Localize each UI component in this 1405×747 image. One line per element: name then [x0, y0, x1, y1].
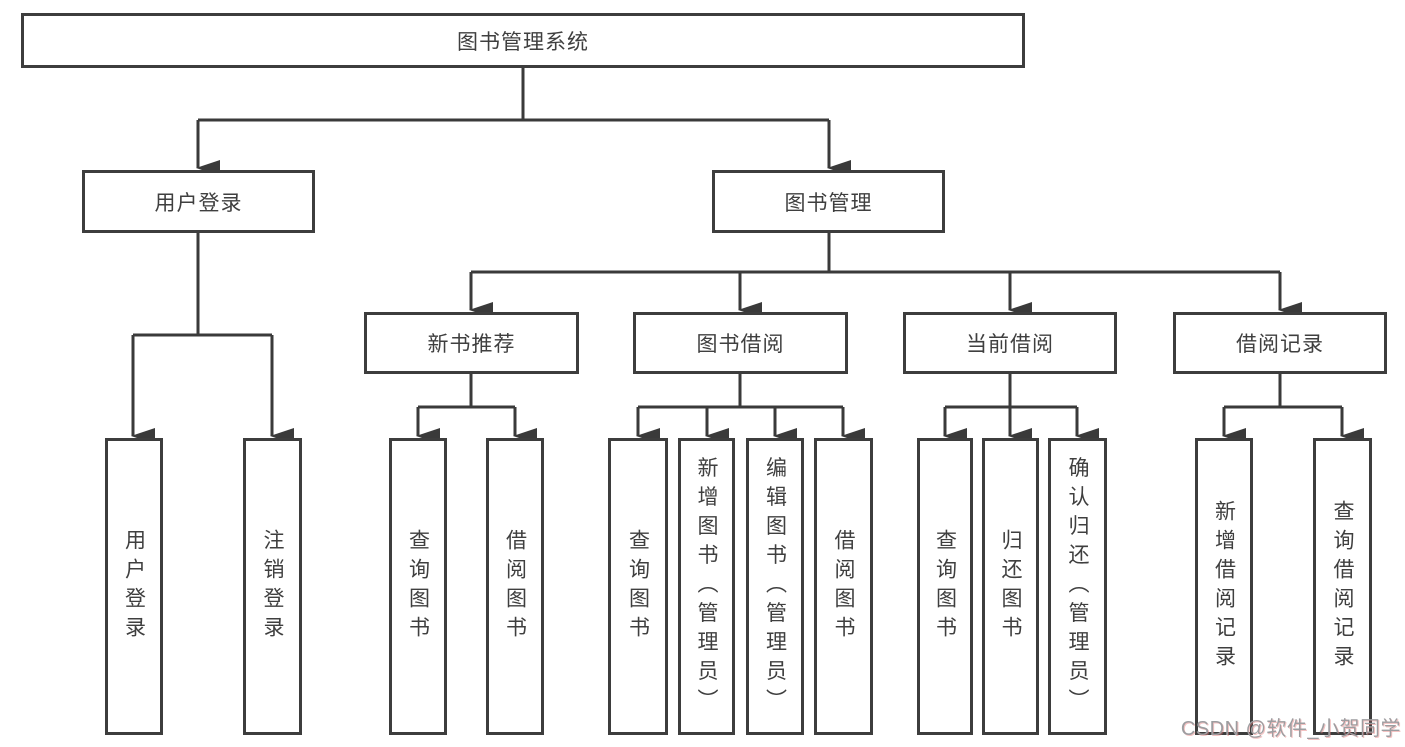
leaf-label: 借阅图书 — [832, 528, 855, 645]
leaf-label: 注销登录 — [261, 528, 284, 645]
leaf-label: 编辑图书（管理员） — [763, 456, 787, 717]
node-leaf-borrow-books: 借阅图书 — [814, 438, 873, 735]
node-leaf-borrow-books-recommend: 借阅图书 — [486, 438, 544, 735]
node-leaf-edit-books-admin: 编辑图书（管理员） — [746, 438, 804, 735]
node-leaf-logout: 注销登录 — [243, 438, 302, 735]
leaf-label: 归还图书 — [999, 528, 1022, 645]
node-leaf-query-borrow-record: 查询借阅记录 — [1313, 438, 1372, 735]
leaf-label: 确认归还（管理员） — [1066, 456, 1089, 717]
edge-bookmgmt-rail — [471, 233, 1280, 274]
node-leaf-return-books: 归还图书 — [982, 438, 1039, 735]
leaf-label: 查询图书 — [933, 528, 957, 645]
node-leaf-query-books-current: 查询图书 — [917, 438, 973, 735]
node-leaf-add-borrow-record: 新增借阅记录 — [1195, 438, 1253, 735]
node-new-book-recommend: 新书推荐 — [364, 312, 579, 374]
edge-root-rail — [198, 68, 829, 122]
node-current-borrowing: 当前借阅 — [903, 312, 1117, 374]
edge-userlogin-rail — [133, 233, 272, 337]
csdn-watermark: CSDN @软件_小贺同学 — [1180, 718, 1401, 740]
leaf-label: 新增图书（管理员） — [695, 456, 718, 717]
node-leaf-add-books-admin: 新增图书（管理员） — [678, 438, 735, 735]
leaf-label: 借阅图书 — [503, 528, 527, 645]
leaf-label: 查询借阅记录 — [1331, 499, 1354, 674]
leaf-label: 查询图书 — [406, 528, 430, 645]
node-library-management-system: 图书管理系统 — [21, 13, 1025, 68]
node-leaf-query-books-recommend: 查询图书 — [389, 438, 447, 735]
edge-records-rail — [1224, 374, 1342, 409]
leaf-label: 查询图书 — [626, 528, 650, 645]
leaf-label: 新增借阅记录 — [1212, 499, 1236, 674]
node-borrow-records: 借阅记录 — [1173, 312, 1387, 374]
node-book-borrowing: 图书借阅 — [633, 312, 848, 374]
node-leaf-confirm-return-admin: 确认归还（管理员） — [1048, 438, 1107, 735]
node-leaf-user-login: 用户登录 — [105, 438, 163, 735]
edge-newbook-rail — [418, 374, 515, 409]
node-leaf-query-books-borrowing: 查询图书 — [608, 438, 668, 735]
node-user-login: 用户登录 — [82, 170, 315, 233]
edge-borrow-rail — [638, 374, 843, 409]
node-book-management: 图书管理 — [712, 170, 945, 233]
leaf-label: 用户登录 — [122, 528, 146, 645]
edge-current-rail — [945, 374, 1077, 409]
